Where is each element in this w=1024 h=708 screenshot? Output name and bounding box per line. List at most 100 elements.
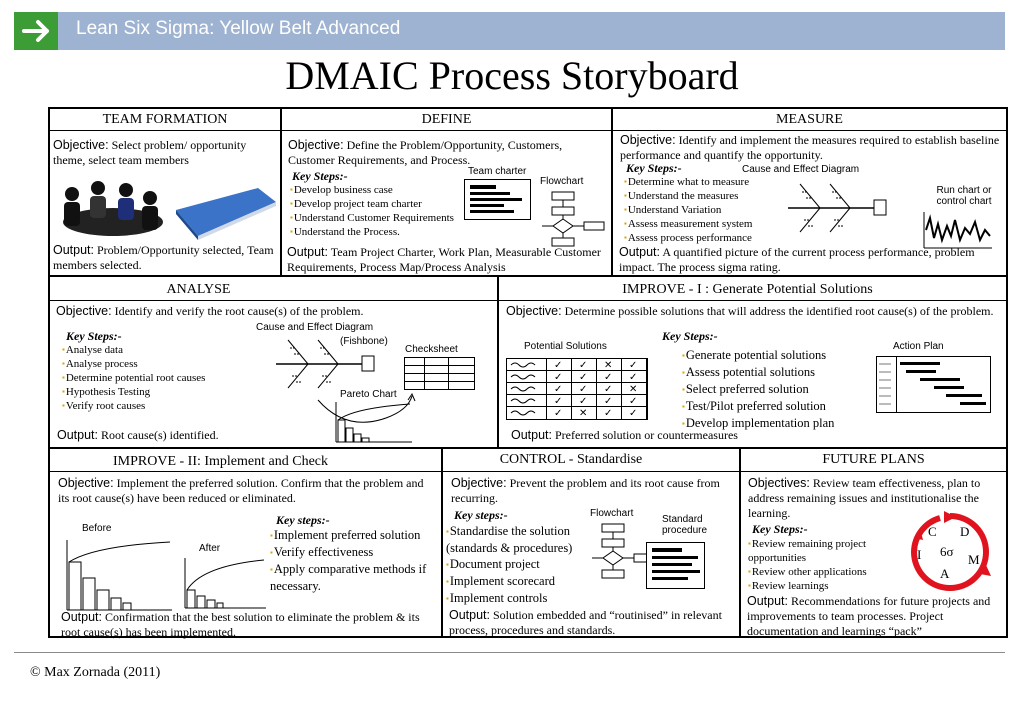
check-mark: ✓ — [604, 408, 612, 419]
check-mark: ✓ — [554, 360, 562, 371]
analyse-steps-list: Analyse data Analyse process Determine p… — [62, 343, 232, 413]
list-item: Determine potential root causes — [62, 371, 232, 385]
after-chart-icon — [184, 558, 266, 609]
check-mark: ✓ — [554, 408, 562, 419]
list-item: Understand Customer Requirements — [290, 211, 480, 225]
improve-two-output: Output: Confirmation that the best solut… — [61, 610, 420, 639]
list-item: Generate potential solutions — [682, 347, 872, 364]
list-item: Understand the Process. — [290, 225, 480, 239]
cycle-a-label: A — [940, 566, 950, 581]
list-item: Develop business case — [290, 183, 480, 197]
after-caption: After — [199, 543, 221, 554]
list-item: Assess potential solutions — [682, 364, 872, 381]
improve-one-header: IMPROVE - I : Generate Potential Solutio… — [622, 282, 873, 297]
check-mark: ✓ — [604, 384, 612, 395]
list-item: Verify effectiveness — [270, 544, 438, 561]
analyse-header: ANALYSE — [166, 282, 231, 297]
list-item: Standardise the solution (standards & pr… — [446, 523, 591, 556]
dmaic-cycle-diagram: C D I M A 6σ — [911, 511, 991, 591]
team-charter-icon — [464, 179, 531, 220]
list-item: Apply comparative methods if necessary. — [270, 561, 438, 594]
handwriting-scribble — [510, 362, 536, 368]
list-item: Document project — [446, 556, 591, 573]
header-underline — [50, 300, 1006, 301]
future-objective: Objectives: Review team effectiveness, p… — [748, 476, 981, 520]
measure-output: Output: A quantified picture of the curr… — [619, 245, 975, 274]
flowchart-caption: Flowchart — [540, 176, 584, 187]
before-caption: Before — [82, 523, 112, 534]
control-objective: Objective: Prevent the problem and its r… — [451, 476, 720, 505]
fishbone-diagram-icon — [788, 183, 887, 233]
standard-procedure-caption: Standard procedure — [662, 514, 708, 536]
next-arrow-button[interactable] — [14, 12, 58, 50]
future-steps-list: Review remaining project opportunities R… — [748, 537, 898, 593]
row-divider — [48, 275, 1008, 277]
team-meeting-illustration — [63, 181, 276, 240]
improve-one-key-steps-label: Key Steps:- — [662, 329, 718, 343]
handwriting-scribble — [510, 374, 536, 380]
analyse-output: Output: Root cause(s) identified. — [57, 428, 219, 442]
analyse-key-steps-label: Key Steps:- — [66, 329, 122, 343]
list-item: Develop project team charter — [290, 197, 480, 211]
before-chart-icon — [66, 540, 172, 611]
checksheet-icon — [404, 357, 475, 390]
page-title: DMAIC Process Storyboard — [285, 53, 739, 98]
run-chart-caption: Run chart or control chart — [936, 185, 992, 207]
list-item: Select preferred solution — [682, 381, 872, 398]
flowchart-caption: Flowchart — [590, 508, 634, 519]
row-divider — [48, 447, 1008, 449]
header-underline — [50, 471, 1006, 472]
define-objective: Objective: Define the Problem/Opportunit… — [288, 138, 563, 167]
list-item: Implement preferred solution — [270, 527, 438, 544]
improve-one-output: Output: Preferred solution or countermea… — [511, 428, 738, 442]
improve-two-steps-list: Implement preferred solution Verify effe… — [270, 527, 438, 594]
course-banner — [14, 12, 1005, 50]
future-plans-header: FUTURE PLANS — [822, 452, 925, 467]
potential-solutions-caption: Potential Solutions — [524, 341, 607, 352]
check-mark: ✓ — [629, 360, 637, 371]
analyse-objective: Objective: Identify and verify the root … — [56, 304, 364, 318]
cycle-i-label: I — [917, 547, 921, 562]
potential-solutions-matrix: ✓✓✕✓✓✓✓✓✓✓✓✕✓✓✓✓✓✕✓✓ — [506, 358, 648, 425]
improve-two-key-steps-label: Key steps:- — [276, 513, 330, 527]
header-underline — [50, 130, 1006, 131]
cross-mark: ✕ — [579, 408, 587, 419]
pareto-chart-icon — [335, 402, 412, 443]
list-item: Understand the measures — [624, 189, 774, 203]
potential-solutions-grid: ✓✓✕✓✓✓✓✓✓✓✓✕✓✓✓✓✓✕✓✓ — [506, 358, 648, 420]
check-mark: ✓ — [579, 396, 587, 407]
six-sigma-label: 6σ — [940, 544, 954, 559]
run-chart-icon — [923, 212, 992, 249]
cross-mark: ✕ — [604, 360, 612, 371]
team-objective: Objective: Select problem/ opportunity t… — [53, 138, 247, 167]
check-mark: ✓ — [629, 396, 637, 407]
action-plan-icon — [876, 356, 991, 413]
cycle-d-label: D — [960, 524, 969, 539]
measure-objective: Objective: Identify and implement the me… — [620, 133, 1000, 162]
handwriting-scribble — [510, 410, 536, 416]
column-divider — [441, 447, 443, 638]
list-item: Implement scorecard — [446, 573, 591, 590]
footer-divider — [14, 652, 1005, 653]
flowchart-icon — [592, 523, 655, 579]
list-item: Develop implementation plan — [682, 415, 872, 432]
future-key-steps-label: Key Steps:- — [752, 522, 808, 536]
improve-one-steps-list: Generate potential solutions Assess pote… — [682, 347, 872, 432]
storyboard-frame — [48, 107, 1008, 638]
column-divider — [739, 447, 741, 638]
column-divider — [280, 107, 282, 275]
improve-two-objective: Objective: Implement the preferred solut… — [58, 476, 424, 505]
measure-key-steps-label: Key Steps:- — [626, 161, 682, 175]
cause-effect-caption: Cause and Effect Diagram — [256, 322, 374, 333]
list-item: Assess process performance — [624, 231, 774, 245]
check-mark: ✓ — [604, 372, 612, 383]
team-charter-caption: Team charter — [468, 166, 527, 177]
arrow-right-icon — [22, 20, 49, 42]
banner-title: Lean Six Sigma: Yellow Belt Advanced — [76, 18, 401, 39]
checksheet-caption: Checksheet — [405, 344, 458, 355]
future-output: Output: Recommendations for future proje… — [747, 594, 991, 638]
check-mark: ✓ — [554, 384, 562, 395]
measure-header: MEASURE — [776, 112, 843, 127]
flowchart-icon — [542, 191, 605, 247]
list-item: Verify root causes — [62, 399, 232, 413]
